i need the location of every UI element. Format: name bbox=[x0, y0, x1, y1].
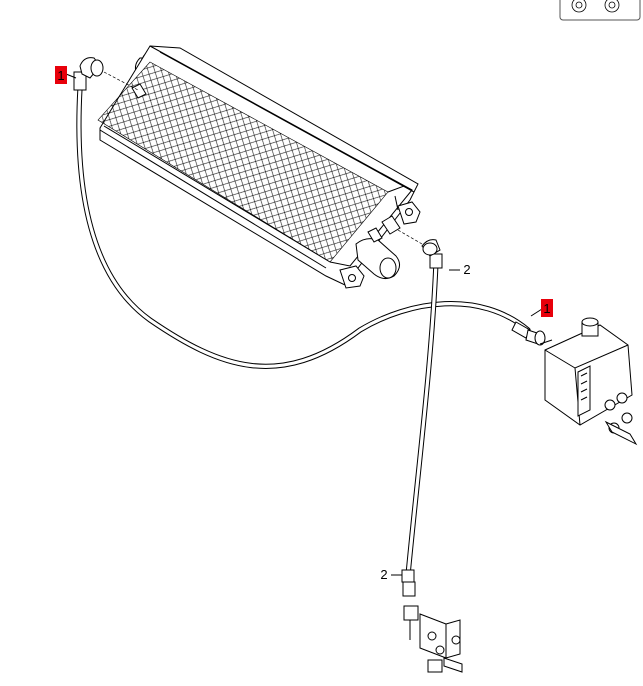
hydraulic-hose-2 bbox=[401, 239, 443, 597]
callout-1-left[interactable]: 1 bbox=[55, 66, 67, 84]
callout-label: 1 bbox=[57, 68, 64, 83]
callout-label: 2 bbox=[380, 567, 387, 582]
callout-highlight bbox=[541, 299, 553, 317]
callout-1-right[interactable]: 1 bbox=[541, 299, 553, 317]
callout-label: 1 bbox=[543, 301, 550, 316]
leader-line bbox=[65, 73, 77, 79]
leader-line bbox=[530, 308, 543, 317]
thumbnail-fragment bbox=[559, 0, 641, 21]
connection-line bbox=[103, 71, 139, 91]
radiator-cooler bbox=[97, 45, 421, 289]
callout-2-upper[interactable]: 2 bbox=[463, 262, 470, 277]
callout-highlight bbox=[55, 66, 67, 84]
callout-2-lower[interactable]: 2 bbox=[380, 567, 387, 582]
callout-label: 2 bbox=[463, 262, 470, 277]
connection-line bbox=[397, 229, 423, 245]
lower-valve-fitting bbox=[403, 605, 463, 673]
control-valve-block bbox=[539, 317, 638, 446]
